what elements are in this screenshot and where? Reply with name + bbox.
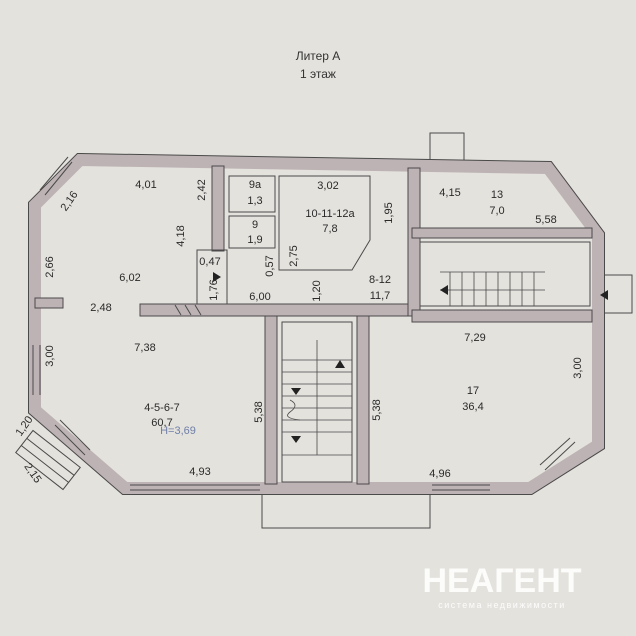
dimension-label: 1,95: [383, 202, 395, 223]
dimension-label: 0,57: [264, 255, 276, 276]
dimension-label: 4,15: [439, 187, 460, 199]
dimension-label: 3,00: [572, 357, 584, 378]
dimension-label: 4,01: [135, 179, 156, 191]
dimension-labels: 4,01 2,42 2,16 4,18 2,66 6,02 2,48 0,47 …: [13, 179, 584, 485]
arrow-right-icon: [213, 272, 221, 282]
dimension-label: 4,18: [175, 225, 187, 246]
arrow-up-icon: [335, 360, 345, 368]
room-number: 10-11-12а: [305, 208, 355, 220]
dimension-label: 2,42: [196, 179, 208, 200]
room-labels: 4-5-6-7 60,7 Н=3,69 9а 1,3 9 1,9 10-11-1…: [144, 179, 504, 437]
dimension-label: 5,58: [535, 214, 556, 226]
interior-walls: [34, 165, 593, 485]
dimension-label: 6,00: [249, 291, 270, 303]
room-area: 7,0: [489, 205, 504, 217]
dimension-label: 2,48: [90, 302, 111, 314]
dimension-label: 4,93: [189, 466, 210, 478]
dimension-label: 5,38: [253, 401, 265, 422]
stair-arrows: [213, 272, 608, 443]
room-number: 13: [491, 189, 503, 201]
room-number: 4-5-6-7: [144, 402, 179, 414]
porch-top: [429, 132, 465, 164]
dimension-label: 6,02: [119, 272, 140, 284]
title-line1: Литер А: [296, 49, 341, 63]
dimension-label: НЕАГЕНТ: [422, 562, 581, 600]
porch-left: [15, 429, 81, 491]
arrow-down-icon: [291, 436, 301, 443]
dimension-label: 1,20: [311, 280, 323, 301]
plan-title: Литер А 1 этаж: [296, 49, 341, 81]
porch-bottom: [261, 489, 431, 529]
dimension-label: 3,02: [317, 180, 338, 192]
room-number: 9а: [249, 179, 262, 191]
interior-partitions: [174, 175, 591, 483]
arrow-left-icon: [440, 285, 448, 295]
dimension-label: 5,38: [371, 399, 383, 420]
room-area: 60,7: [151, 417, 172, 429]
dimension-label: 2,75: [288, 245, 300, 266]
dimension-label: 4,96: [429, 468, 450, 480]
dimension-label: 1,76: [208, 279, 220, 300]
room-number: 17: [467, 385, 479, 397]
room-number: 9: [252, 219, 258, 231]
room-area: 1,9: [247, 234, 262, 246]
dimension-label: система недвижимости: [438, 600, 565, 610]
arrow-down-icon: [291, 388, 301, 395]
dimension-label: 0,47: [199, 256, 220, 268]
room-area: 11,7: [370, 290, 391, 302]
arrow-left-icon: [600, 290, 608, 300]
dimension-label: 3,00: [44, 345, 56, 366]
room-area: 7,8: [322, 223, 337, 235]
dimension-label: 2,66: [44, 256, 56, 277]
room-area: 1,3: [247, 195, 262, 207]
room-number: 8-12: [369, 274, 391, 286]
watermark-logo: НЕАГЕНТ система недвижимости: [422, 562, 581, 610]
dimension-label: 7,29: [464, 332, 485, 344]
windows: [32, 156, 576, 491]
staircases: [282, 271, 545, 456]
title-line2: 1 этаж: [300, 67, 336, 81]
room-height: Н=3,69: [160, 425, 196, 437]
dimension-label: 7,38: [134, 342, 155, 354]
room-area: 36,4: [462, 401, 483, 413]
